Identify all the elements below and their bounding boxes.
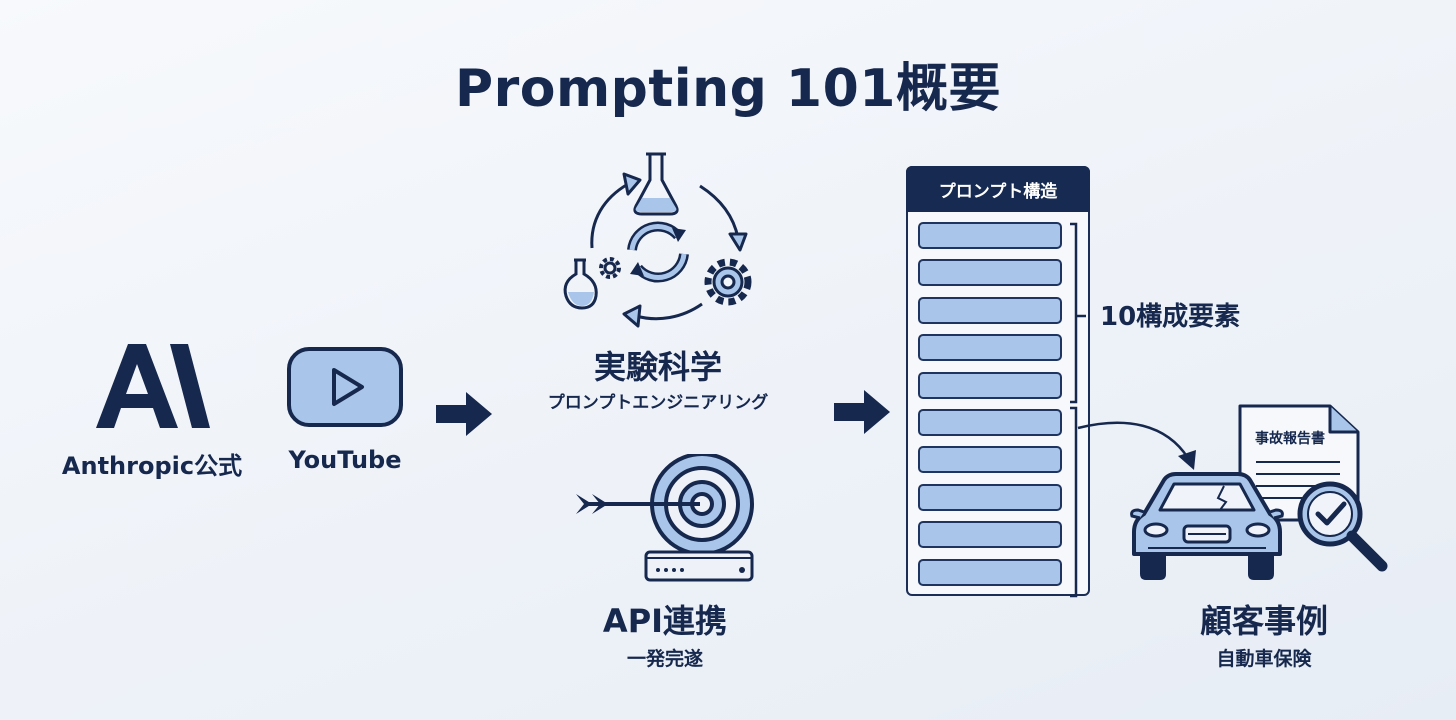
structure-row <box>918 334 1062 362</box>
structure-row <box>918 558 1062 586</box>
car-icon <box>1130 472 1284 580</box>
structure-row <box>918 259 1062 287</box>
youtube-play-icon <box>287 347 403 427</box>
structure-row <box>918 446 1062 474</box>
target-api-icon <box>576 454 754 582</box>
structure-row <box>918 296 1062 324</box>
element-count-label: 10構成要素 <box>1100 302 1241 332</box>
science-subtitle: プロンプトエンジニアリング <box>547 393 769 413</box>
structure-row <box>918 222 1062 249</box>
api-subtitle: 一発完遂 <box>626 648 703 670</box>
structure-row <box>918 521 1062 549</box>
science-title: 実験科学 <box>593 348 722 386</box>
anthropic-logo-icon <box>96 344 210 428</box>
document-label: 事故報告書 <box>1255 431 1325 447</box>
prompt-structure-header: プロンプト構造 <box>906 166 1090 212</box>
curved-arrow-icon <box>1077 421 1196 470</box>
magnifier-check-icon <box>1297 481 1388 572</box>
page-title: Prompting 101概要 <box>455 59 1001 119</box>
structure-row <box>918 371 1062 399</box>
api-title: API連携 <box>602 602 728 640</box>
structure-row <box>918 483 1062 511</box>
bracket-icon <box>1070 222 1086 598</box>
anthropic-label: Anthropic公式 <box>61 452 243 480</box>
experiment-cycle-icon <box>563 152 752 328</box>
structure-row <box>918 409 1062 436</box>
case-title: 顧客事例 <box>1199 602 1328 640</box>
case-subtitle: 自動車保険 <box>1216 648 1312 670</box>
arrow-right-icon <box>834 390 890 434</box>
youtube-label: YouTube <box>288 446 402 474</box>
arrow-right-icon <box>436 392 492 436</box>
